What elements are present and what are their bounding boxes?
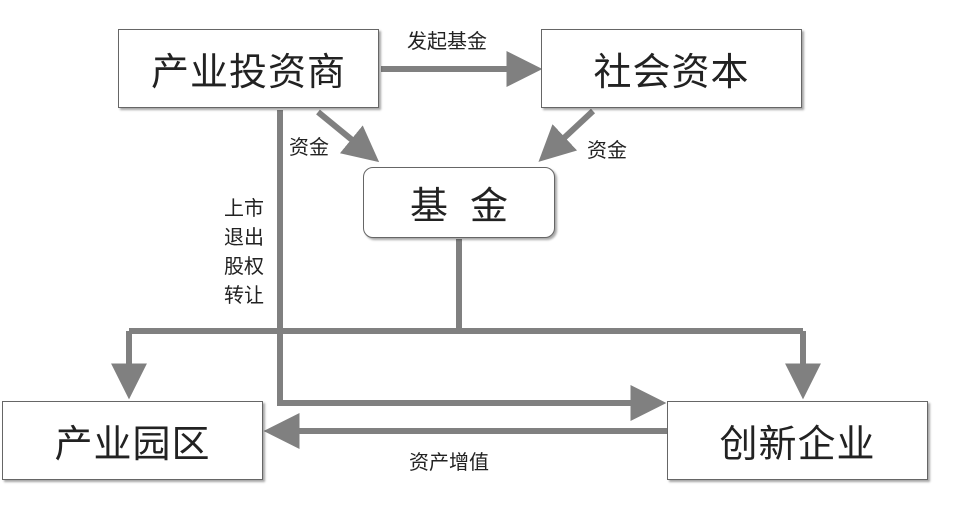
node-social-capital: 社会资本	[541, 29, 802, 108]
node-fund: 基金	[363, 167, 555, 238]
arrow-social-to-fund	[538, 108, 596, 162]
label-exit-methods: 上市退出股权转让	[224, 196, 264, 307]
label-funds-from-investor: 资金	[289, 135, 329, 159]
label-initiate-fund: 发起基金	[407, 29, 487, 53]
arrow-investor-to-enterprise	[277, 110, 667, 421]
label-funds-from-social: 资金	[587, 138, 627, 162]
node-industrial-investor: 产业投资商	[118, 29, 379, 108]
node-industrial-park: 产业园区	[2, 401, 263, 480]
arrow-investor-to-fund	[316, 109, 380, 163]
label-asset-appreciation: 资产增值	[409, 450, 489, 474]
node-innovative-enterprise: 创新企业	[667, 401, 928, 480]
